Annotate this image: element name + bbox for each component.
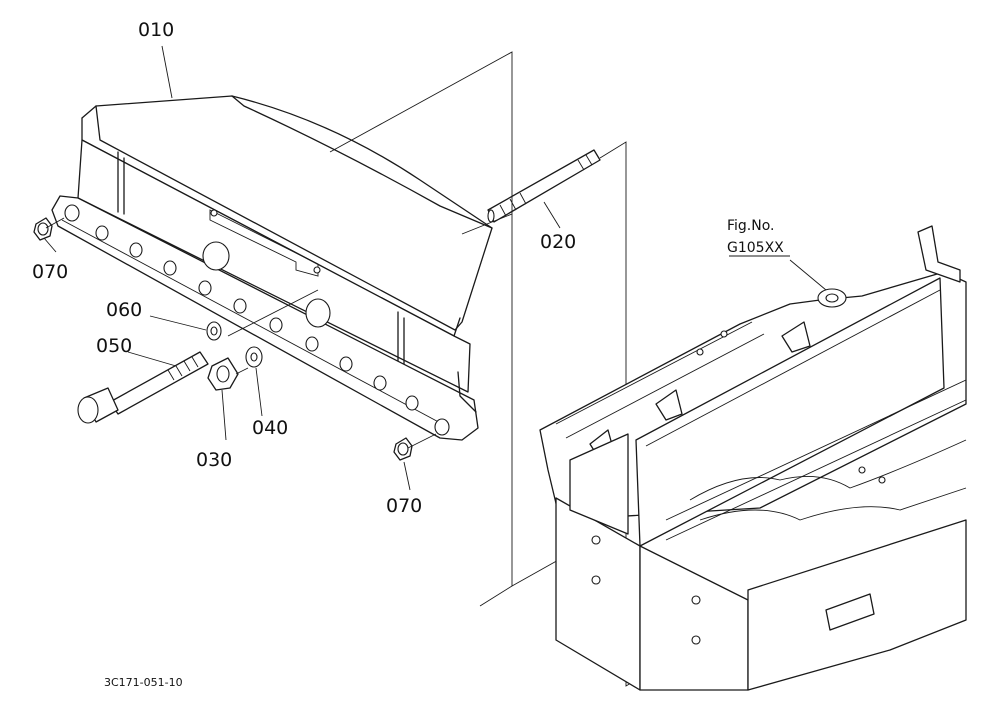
spring-washer-060	[206, 321, 222, 341]
weight-bracket-010	[51, 95, 493, 441]
nut-030	[207, 357, 239, 391]
part-label-040: 040	[252, 417, 288, 439]
drawing-code: 3C171-051-10	[104, 676, 183, 689]
washer-040	[245, 346, 263, 368]
part-label-060: 060	[106, 299, 142, 321]
part-label-020: 020	[540, 231, 576, 253]
plug-070-left	[33, 217, 53, 241]
label-leaders	[43, 45, 827, 491]
part-label-010: 010	[138, 19, 174, 41]
stud-bolt-020	[487, 149, 601, 223]
plug-070-right	[393, 437, 413, 461]
figure-ref-line2: G105XX	[727, 240, 784, 256]
part-label-030: 030	[196, 449, 232, 471]
part-label-050: 050	[96, 335, 132, 357]
tractor-front-frame	[539, 225, 967, 691]
part-label-070-left: 070	[32, 261, 68, 283]
part-label-070-right: 070	[386, 495, 422, 517]
bolt-050	[77, 351, 209, 424]
figure-ref-line1: Fig.No.	[727, 218, 775, 234]
